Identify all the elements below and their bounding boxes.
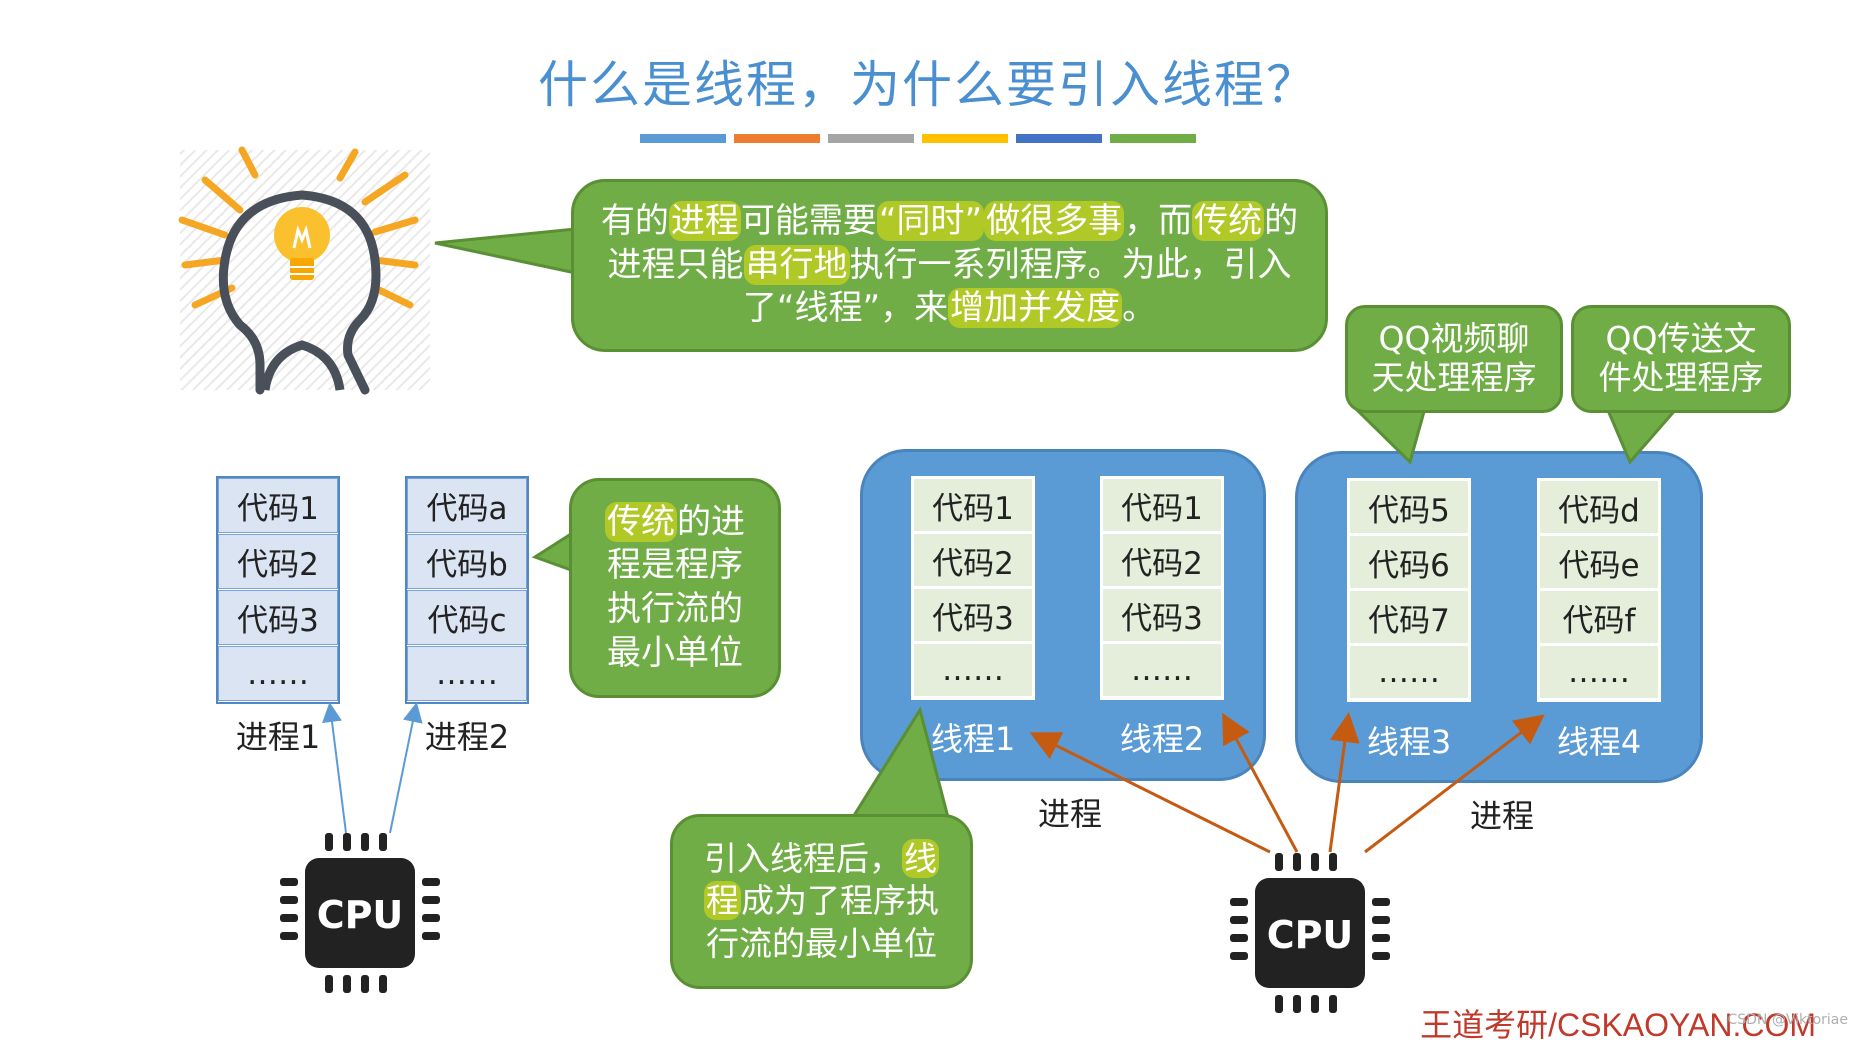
color-bar [734,134,820,143]
code-cell: 代码b [407,534,527,589]
code-cell: 代码3 [218,590,338,645]
process-a-label: 进程 [1037,795,1102,833]
highlight-many-things: 做很多事 [984,201,1125,242]
highlight-traditional: 传统 [605,501,677,542]
bubble-text-part: 执行一系列程序。为此，引入了“线程”，来 [742,244,1292,329]
thread1-code-column: 代码1 代码2 代码3 …… [911,476,1035,700]
code-cell: …… [1539,645,1659,700]
bubble-text-part: 的进程只能 [607,201,1299,285]
highlight-thread: 线 [902,839,939,879]
cpu-to-thread1-arrow [1029,732,1271,854]
page-title: 什么是线程，为什么要引入线程？ [538,56,1318,114]
cpu-to-process1-arrow [322,702,347,834]
code-cell: 代码6 [1349,535,1469,590]
cpu-icon: CPU [1230,853,1390,1013]
code-cell: 代码3 [1102,588,1222,643]
code-cell: 代码1 [218,478,338,533]
code-cell: 代码1 [1102,478,1222,533]
highlight-serial: 串行地 [743,244,850,285]
process2-label: 进程2 [424,718,510,756]
code-cell: …… [407,646,527,701]
bubble-text-part: 。 [1122,288,1157,329]
color-bar [640,134,726,143]
code-cell: 代码d [1539,480,1659,535]
code-cell: 代码2 [913,533,1033,588]
cpu-to-thread3-arrow [1328,712,1360,853]
code-cell: 代码7 [1349,590,1469,645]
process2-code-column: 代码a 代码b 代码c …… [405,476,529,704]
thread3-label: 线程3 [1366,723,1452,761]
highlight-process: 进程 [668,201,741,242]
speech-bubble-traditional: 传统的进程是程序执行流的最小单位 [569,478,781,698]
qq-file-box: QQ传送文件处理程序 [1571,305,1791,413]
bubble-text-part: ，而 [1124,201,1193,242]
cpu-icon: CPU [280,833,440,993]
highlight-concurrency: 增加并发度 [948,288,1123,329]
highlight-simultaneous: “同时” [876,201,985,242]
process-b-label: 进程 [1469,797,1534,835]
code-cell: 代码e [1539,535,1659,590]
bubble-thread-text: 引入线程后，线程成为了程序执行流的最小单位 [697,838,947,965]
cpu-label: CPU [317,893,404,937]
bubble-traditional-text: 传统的进程是程序执行流的最小单位 [600,501,750,675]
process1-label: 进程1 [235,718,321,756]
person-lightbulb-icon [178,146,430,395]
bubble-text-part: 成为了程序执行流的最小单位 [706,881,939,963]
color-bar [1110,134,1196,143]
cpu-to-thread2-arrow [1222,712,1299,853]
color-bar [828,134,914,143]
bubble-top-text: 有的进程可能需要“同时”做很多事，而传统的进程只能串行地执行一系列程序。为此，引… [600,200,1300,331]
code-cell: …… [913,643,1033,698]
qq-video-label: QQ视频聊天处理程序 [1371,319,1537,397]
color-bar [922,134,1008,143]
code-cell: 代码2 [1102,533,1222,588]
watermark: CSDN @Viktoriae [1727,1012,1848,1028]
thread4-label: 线程4 [1556,723,1642,761]
thread2-label: 线程2 [1119,720,1205,758]
cpu-to-thread4-arrow [1364,714,1545,854]
thread1-label: 线程1 [930,720,1016,758]
speech-bubble-thread: 引入线程后，线程成为了程序执行流的最小单位 [670,814,973,989]
thread2-code-column: 代码1 代码2 代码3 …… [1100,476,1224,700]
code-cell: 代码a [407,478,527,533]
bubble-text-part: 可能需要 [740,201,877,242]
code-cell: 代码2 [218,534,338,589]
bubble-text-part: 有的 [600,201,669,242]
process1-code-column: 代码1 代码2 代码3 …… [216,476,340,704]
bubble-text-part: 引入线程后， [704,839,902,879]
code-cell: …… [1349,645,1469,700]
qq-file-label: QQ传送文件处理程序 [1598,319,1764,397]
code-cell: …… [218,646,338,701]
code-cell: 代码c [407,590,527,645]
code-cell: 代码1 [913,478,1033,533]
bubble-text-part: 的进程是程序执行流的最小单位 [607,501,745,673]
thread4-code-column: 代码d 代码e 代码f …… [1537,478,1661,702]
qq-video-box: QQ视频聊天处理程序 [1345,305,1563,413]
code-cell: 代码5 [1349,480,1469,535]
speech-bubble-top: 有的进程可能需要“同时”做很多事，而传统的进程只能串行地执行一系列程序。为此，引… [571,179,1328,352]
thread3-code-column: 代码5 代码6 代码7 …… [1347,478,1471,702]
highlight-traditional: 传统 [1192,201,1265,242]
cpu-to-process2-arrow [389,702,423,834]
cpu-label: CPU [1267,913,1354,957]
code-cell: 代码f [1539,590,1659,645]
color-bar [1016,134,1102,143]
highlight-thread: 程 [704,881,741,921]
code-cell: …… [1102,643,1222,698]
code-cell: 代码3 [913,588,1033,643]
